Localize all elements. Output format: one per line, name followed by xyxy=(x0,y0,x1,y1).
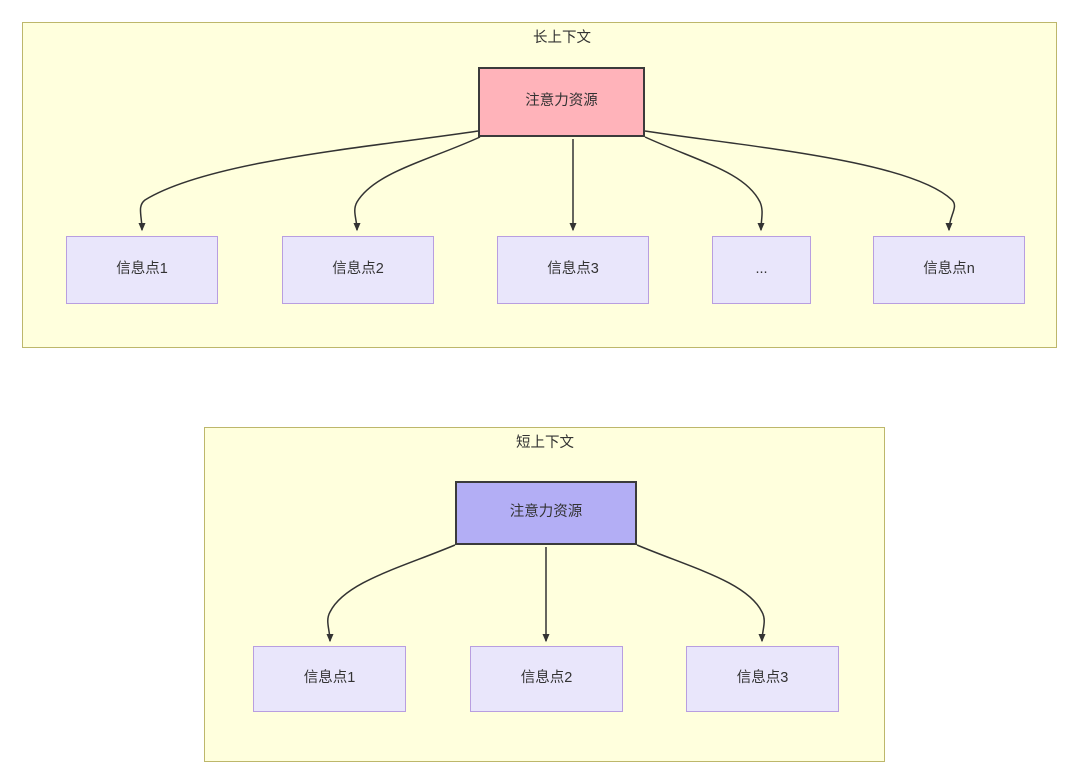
panel-short-context-title: 短上下文 xyxy=(516,435,574,451)
node-attention-resource-short[interactable]: 注意力资源 xyxy=(455,481,637,545)
node-info-point-3-short[interactable]: 信息点3 xyxy=(686,646,839,712)
node-label: 信息点2 xyxy=(332,261,384,278)
node-label: 信息点3 xyxy=(736,670,789,687)
node-info-point-n-long[interactable]: 信息点n xyxy=(873,236,1025,304)
node-label: 信息点3 xyxy=(547,261,599,278)
node-info-point-3-long[interactable]: 信息点3 xyxy=(497,236,649,304)
node-label: 信息点n xyxy=(923,261,975,278)
node-label: 信息点2 xyxy=(520,670,573,687)
node-info-point-2-short[interactable]: 信息点2 xyxy=(470,646,623,712)
node-info-point-ellipsis-long[interactable]: ... xyxy=(712,236,811,304)
node-label: 信息点1 xyxy=(116,261,168,278)
node-info-point-2-long[interactable]: 信息点2 xyxy=(282,236,434,304)
node-label: 信息点1 xyxy=(303,670,356,687)
node-info-point-1-short[interactable]: 信息点1 xyxy=(253,646,406,712)
node-label: 注意力资源 xyxy=(509,504,583,521)
node-label: 注意力资源 xyxy=(525,93,598,110)
panel-long-context-title: 长上下文 xyxy=(533,30,591,46)
node-attention-resource-long[interactable]: 注意力资源 xyxy=(478,67,645,137)
node-info-point-1-long[interactable]: 信息点1 xyxy=(66,236,218,304)
node-label: ... xyxy=(755,261,768,278)
